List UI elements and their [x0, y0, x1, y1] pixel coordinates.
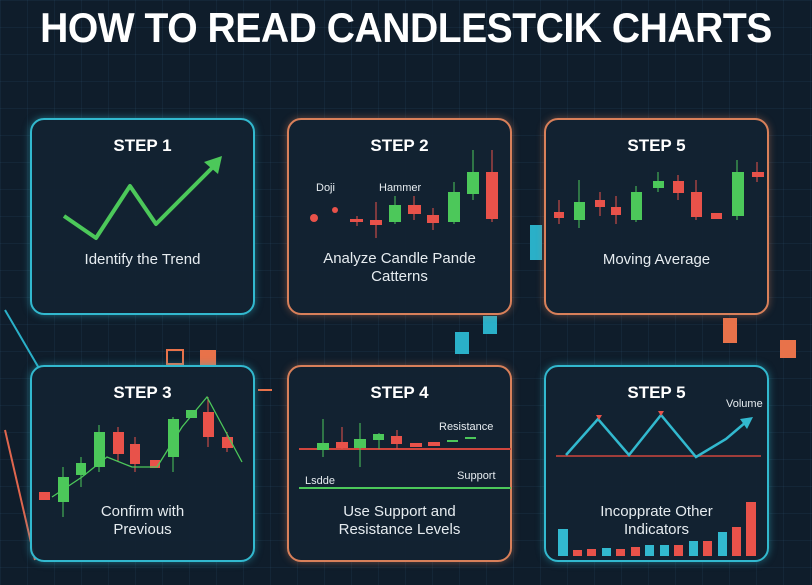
caption-line-2: Indicators	[623, 521, 690, 538]
step-label: STEP 3	[113, 383, 172, 402]
left-label: Lsdde	[305, 475, 335, 487]
caption-line-1: Use Support and	[343, 503, 456, 520]
card-moving-average: STEP 5 Moving Average	[544, 118, 769, 315]
card-step-1: STEP 1 Identify the Trend	[30, 118, 255, 315]
candlestick-patterns	[310, 150, 498, 238]
card-step-3: STEP 3 Confirm with Previous	[30, 365, 255, 562]
step-label: STEP 5	[627, 136, 686, 155]
card-caption: Moving Average	[602, 251, 711, 268]
support-label: Support	[457, 470, 496, 482]
support-resistance-chart	[299, 419, 511, 489]
card-caption: Identify the Trend	[84, 251, 201, 268]
card-indicators: STEP 5 Volume Incopprate Other Indicator…	[544, 365, 769, 562]
confirmation-candles	[39, 395, 243, 517]
caption-line-2: Previous	[113, 521, 172, 538]
caption-line-1: Analyze Candle Pande	[323, 250, 476, 267]
card-step-2: STEP 2 Doji Hammer Analyze Candle Pande …	[287, 118, 512, 315]
card-step-4: STEP 4 Resistance Support Lsdde Use Supp…	[287, 365, 512, 562]
step-label: STEP 5	[627, 383, 686, 402]
step-label: STEP 2	[370, 136, 429, 155]
step-label: STEP 1	[113, 136, 172, 155]
resistance-label: Resistance	[439, 421, 494, 433]
page-title: HOW TO READ CANDLESTCIK CHARTS	[40, 4, 772, 51]
volume-label: Volume	[726, 398, 763, 410]
indicator-chart	[556, 411, 761, 556]
step-label: STEP 4	[370, 383, 429, 402]
hammer-label: Hammer	[379, 182, 422, 194]
volume-bars	[558, 502, 756, 556]
trend-arrow-icon	[62, 156, 222, 240]
doji-label: Doji	[316, 182, 335, 194]
caption-line-1: Confirm with	[100, 503, 185, 520]
caption-line-2: Resistance Levels	[338, 521, 461, 538]
moving-average-candles	[554, 160, 764, 228]
caption-line-2: Catterns	[371, 268, 428, 285]
caption-line-1: Incopprate Other	[600, 503, 713, 520]
